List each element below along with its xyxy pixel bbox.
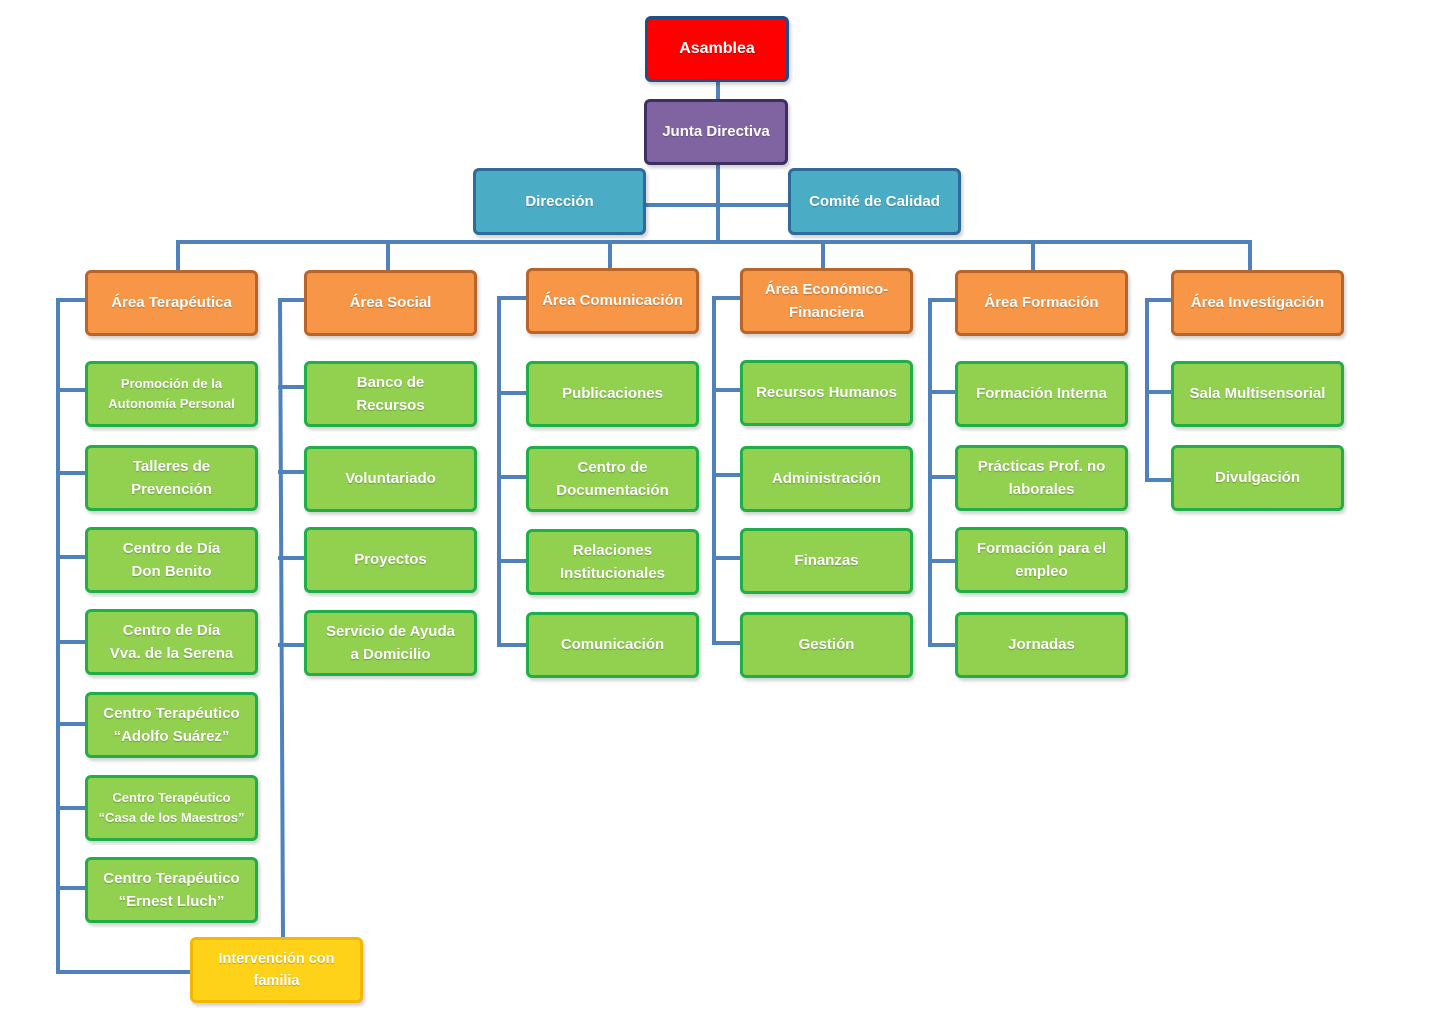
unit-proyectos: Proyectos — [304, 527, 477, 593]
quality-committee-box: Comité de Calidad — [788, 168, 961, 235]
unit-jornadas: Jornadas — [955, 612, 1128, 678]
unit-finanzas: Finanzas — [740, 528, 913, 594]
unit-recursos-humanos: Recursos Humanos — [740, 360, 913, 426]
unit-divulgacion: Divulgación — [1171, 445, 1344, 511]
unit-centro-dia-vva-serena: Centro de Día Vva. de la Serena — [85, 609, 258, 675]
unit-voluntariado: Voluntariado — [304, 446, 477, 512]
unit-ct-ernest-lluch: Centro Terapéutico “Ernest Lluch” — [85, 857, 258, 923]
unit-publicaciones: Publicaciones — [526, 361, 699, 427]
unit-relaciones-institucionales: Relaciones Institucionales — [526, 529, 699, 595]
unit-formacion-empleo: Formación para el empleo — [955, 527, 1128, 593]
unit-banco-recursos: Banco de Recursos — [304, 361, 477, 427]
unit-intervencion-familia: Intervención con familia — [190, 937, 363, 1003]
unit-comunicacion: Comunicación — [526, 612, 699, 678]
unit-practicas-prof: Prácticas Prof. no laborales — [955, 445, 1128, 511]
unit-centro-dia-don-benito: Centro de Día Don Benito — [85, 527, 258, 593]
area-economico-financiera: Área Económico-Financiera — [740, 268, 913, 334]
unit-administracion: Administración — [740, 446, 913, 512]
area-formacion: Área Formación — [955, 270, 1128, 336]
unit-ayuda-domicilio: Servicio de Ayuda a Domicilio — [304, 610, 477, 676]
board-box: Junta Directiva — [644, 99, 788, 165]
unit-talleres-prevencion: Talleres de Prevención — [85, 445, 258, 511]
unit-ct-casa-maestros: Centro Terapéutico “Casa de los Maestros… — [85, 775, 258, 841]
unit-ct-adolfo-suarez: Centro Terapéutico “Adolfo Suárez” — [85, 692, 258, 758]
area-terapeutica: Área Terapéutica — [85, 270, 258, 336]
unit-sala-multisensorial: Sala Multisensorial — [1171, 361, 1344, 427]
unit-promocion-autonomia: Promoción de la Autonomía Personal — [85, 361, 258, 427]
unit-gestion: Gestión — [740, 612, 913, 678]
unit-formacion-interna: Formación Interna — [955, 361, 1128, 427]
assembly-box: Asamblea — [645, 16, 789, 82]
area-social: Área Social — [304, 270, 477, 336]
area-investigacion: Área Investigación — [1171, 270, 1344, 336]
unit-centro-documentacion: Centro de Documentación — [526, 446, 699, 512]
area-comunicacion: Área Comunicación — [526, 268, 699, 334]
direction-box: Dirección — [473, 168, 646, 235]
